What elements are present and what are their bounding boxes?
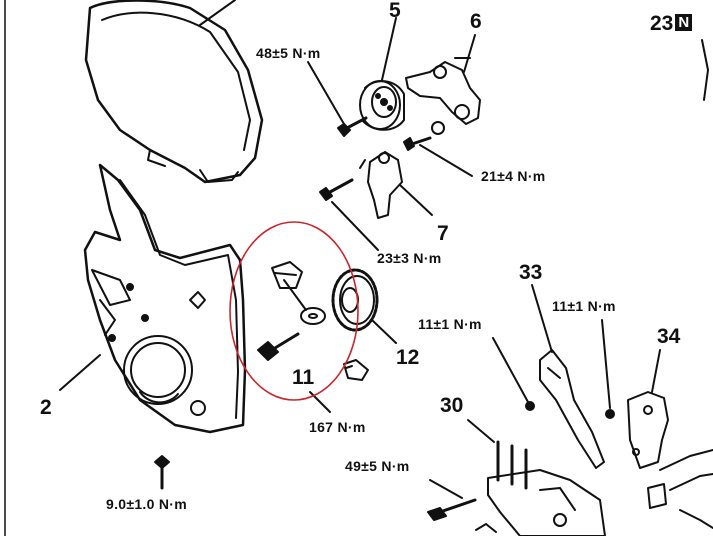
harness-right-edge	[647, 39, 713, 529]
leader-part-12	[371, 319, 397, 344]
upper-timing-cover	[84, 0, 264, 184]
tensioner-arm	[405, 57, 481, 135]
torque-23nm-label: 23±3 N·m	[377, 250, 442, 266]
leader-49nm	[429, 479, 463, 499]
torque-11nm-b-label: 11±1 N·m	[552, 298, 616, 314]
sensor-bracket	[627, 391, 669, 469]
leader-part-5	[381, 17, 397, 81]
leader-11nm-b	[601, 319, 611, 409]
leader-top-cover	[199, 0, 236, 26]
torque-21nm-label: 21±4 N·m	[481, 168, 546, 184]
leader-part-7	[399, 184, 433, 216]
leader-part-6	[463, 34, 476, 73]
pulley-bolt-167nm	[343, 359, 369, 381]
bolt-23nm	[319, 178, 354, 201]
leader-part-33	[531, 284, 553, 353]
engine-mount-bracket	[487, 440, 606, 536]
bolt-48nm	[337, 116, 368, 137]
part-5-label: 5	[389, 0, 401, 22]
part-2-label: 2	[40, 396, 52, 419]
leader-part-34	[651, 349, 661, 393]
torque-9nm-label: 9.0±1.0 N·m	[106, 496, 188, 512]
crank-bolt-and-washer	[257, 261, 326, 361]
bolt-11nm-a	[525, 401, 535, 411]
part-34-label: 34	[657, 325, 681, 348]
leader-23nm	[331, 201, 379, 251]
crank-sprocket	[331, 268, 379, 332]
part-23-number: 23	[650, 12, 674, 35]
cover-bracket	[539, 349, 605, 469]
bolt-9nm	[154, 455, 170, 490]
tensioner-pulley	[359, 80, 405, 131]
n-badge-icon: N	[675, 14, 693, 31]
bolt-49nm	[427, 498, 477, 521]
torque-167nm-label: 167 N·m	[309, 419, 366, 435]
part-30-label: 30	[440, 394, 464, 417]
torque-48nm-label: 48±5 N·m	[256, 45, 321, 61]
torque-11nm-a-label: 11±1 N·m	[418, 316, 482, 332]
part-33-label: 33	[519, 261, 543, 284]
leader-11nm-a	[492, 337, 529, 403]
part-6-label: 6	[470, 10, 482, 33]
highlight-circle	[229, 221, 359, 401]
part-7-label: 7	[437, 222, 449, 245]
leader-21nm	[419, 144, 473, 177]
leader-part-30	[467, 419, 495, 443]
bolt-21nm	[403, 136, 432, 151]
lower-timing-cover	[83, 163, 247, 434]
leader-48nm	[307, 61, 345, 125]
torque-49nm-label: 49±5 N·m	[345, 458, 410, 474]
bolt-bottom	[475, 523, 497, 533]
leader-part-2	[59, 354, 101, 391]
bolt-11nm-b	[605, 409, 615, 419]
part-11-label: 11	[292, 366, 315, 389]
tensioner-rod	[359, 151, 403, 219]
leader-167nm	[309, 391, 331, 413]
part-12-label: 12	[396, 346, 420, 369]
